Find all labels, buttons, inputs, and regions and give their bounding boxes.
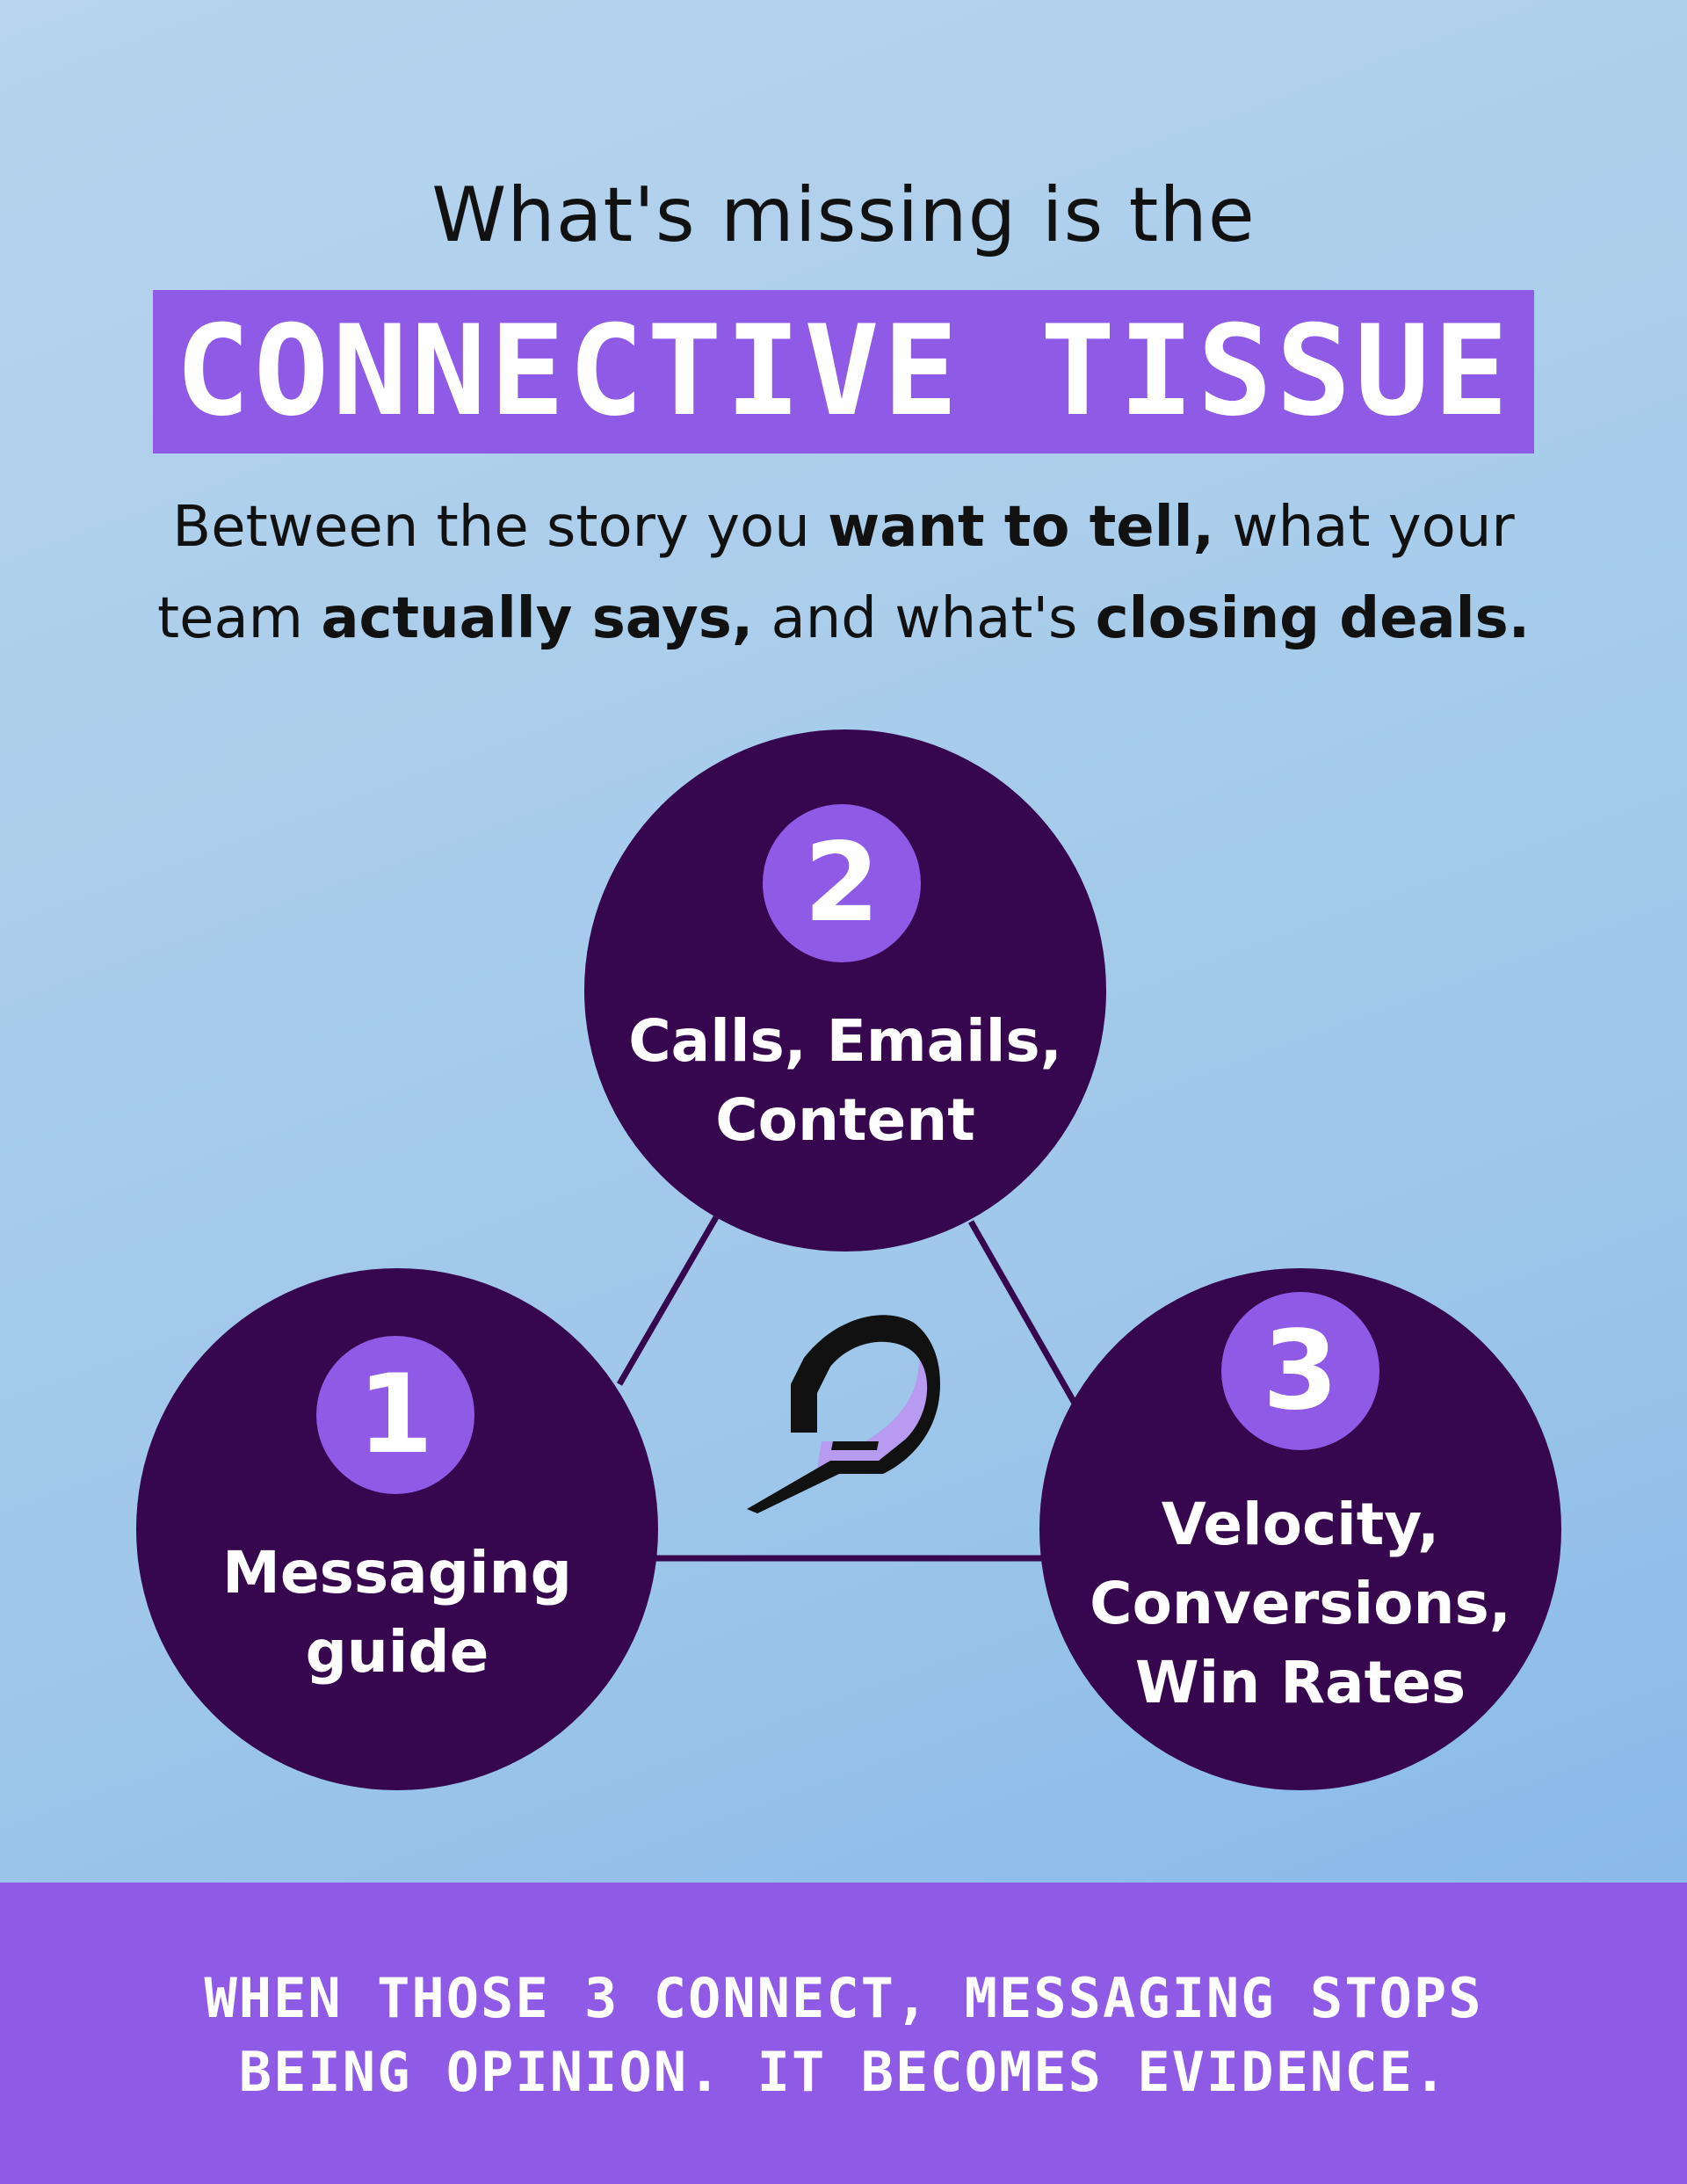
subtitle-emphasis: closing deals. [1095, 586, 1531, 651]
feather-logo-icon [747, 1315, 941, 1513]
subtitle-text: Between the story you [172, 495, 829, 560]
node-label-line: Conversions, [1090, 1570, 1511, 1637]
node-label-line: Content [715, 1086, 975, 1154]
node-label-2: Calls, Emails, Content [582, 1002, 1109, 1160]
connector-line-2-1 [616, 1215, 720, 1386]
kicker-heading: What's missing is the [431, 171, 1256, 259]
subtitle-text: and what's [753, 586, 1096, 651]
subtitle-text: what your [1213, 495, 1515, 560]
node-label-line: guide [305, 1618, 489, 1686]
footer-banner: WHEN THOSE 3 CONNECT, MESSAGING STOPS BE… [0, 1883, 1687, 2184]
connector-line-2-3 [967, 1220, 1080, 1408]
page-title: CONNECTIVE TISSUE [175, 299, 1512, 444]
node-circle-2 [584, 729, 1106, 1252]
subtitle: Between the story you want to tell, what… [0, 482, 1687, 664]
subtitle-emphasis: want to tell, [828, 495, 1214, 560]
subtitle-text: team [156, 586, 322, 651]
footer-line: WHEN THOSE 3 CONNECT, MESSAGING STOPS [204, 1966, 1483, 2030]
node-label-line: Win Rates [1134, 1649, 1466, 1716]
node-number-badge-3: 3 [1221, 1292, 1379, 1450]
node-circle-1 [136, 1268, 658, 1790]
node-label-line: Velocity, [1161, 1491, 1440, 1558]
node-label-3: Velocity, Conversions, Win Rates [1037, 1485, 1564, 1723]
node-number-badge-2: 2 [763, 804, 921, 962]
node-label-1: Messaging guide [134, 1534, 661, 1692]
footer-line: BEING OPINION. IT BECOMES EVIDENCE. [238, 2040, 1449, 2104]
title-banner: CONNECTIVE TISSUE [153, 290, 1534, 453]
subtitle-line-1: Between the story you want to tell, what… [0, 482, 1687, 573]
node-circle-3 [1039, 1268, 1561, 1790]
connection-diagram [136, 729, 1561, 1790]
node-label-line: Messaging [222, 1539, 572, 1607]
subtitle-line-2: team actually says, and what's closing d… [0, 573, 1687, 664]
node-label-line: Calls, Emails, [628, 1007, 1062, 1075]
footer-text: WHEN THOSE 3 CONNECT, MESSAGING STOPS BE… [0, 1962, 1687, 2109]
subtitle-emphasis: actually says, [321, 586, 754, 651]
node-number-badge-1: 1 [316, 1336, 474, 1494]
